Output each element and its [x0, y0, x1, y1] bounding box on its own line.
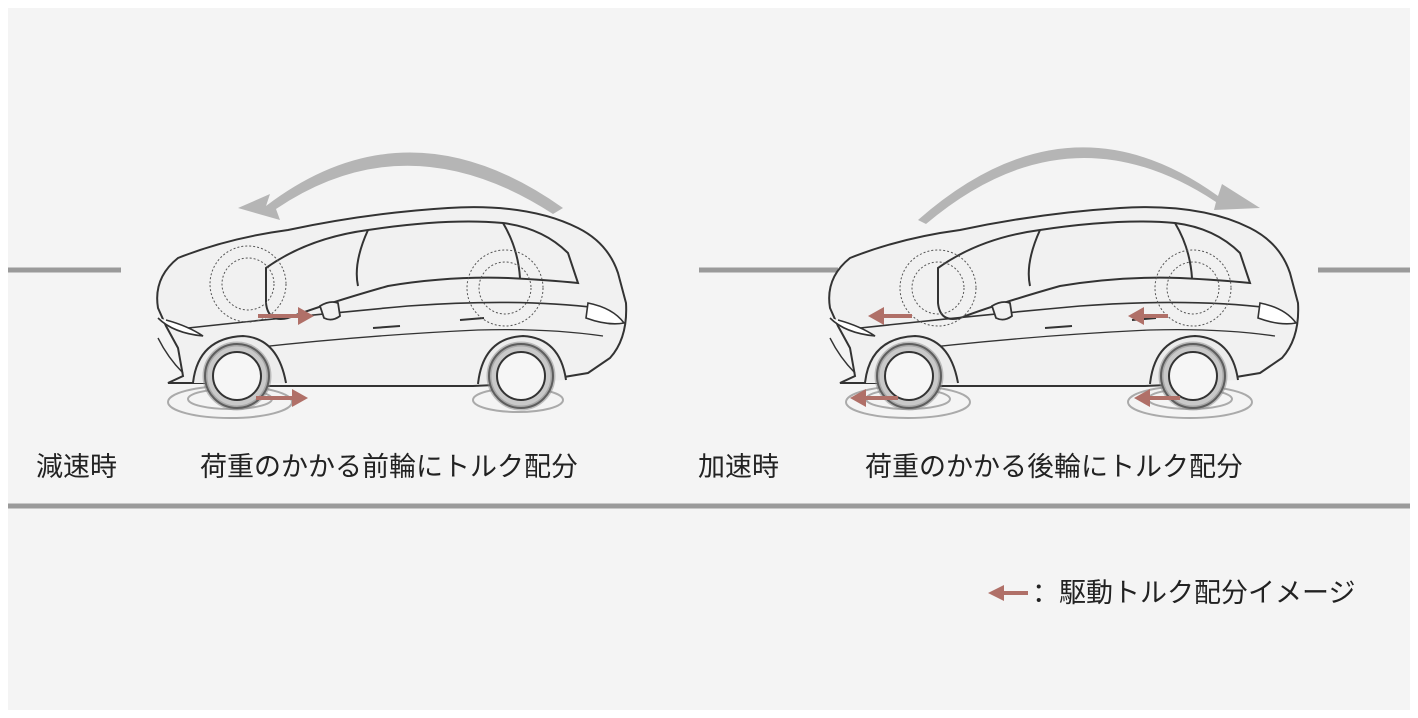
curved-arrow-icon — [238, 152, 563, 220]
condition-label-decelerate: 減速時 — [36, 452, 117, 483]
arrow-left-icon — [868, 307, 912, 325]
arrow-left-icon — [1128, 307, 1168, 325]
arrow-left-icon — [1134, 389, 1180, 407]
description-accelerate: 荷重のかかる後輪にトルク配分 — [865, 452, 1243, 483]
condition-label-accelerate: 加速時 — [698, 452, 779, 483]
scene-accelerate — [828, 147, 1300, 419]
scene-decelerate — [156, 152, 628, 419]
curved-arrow-icon — [918, 147, 1260, 224]
arrow-left-icon — [988, 585, 1028, 601]
legend: ：駆動トルク配分イメージ — [988, 576, 1355, 610]
diagram-canvas — [8, 147, 1410, 509]
arrow-left-icon — [256, 389, 308, 407]
diagram-panel: 減速時 荷重のかかる前輪にトルク配分 加速時 荷重のかかる後輪にトルク配分 ：駆… — [8, 8, 1410, 710]
arrow-left-icon — [258, 307, 314, 325]
legend-text: ：駆動トルク配分イメージ — [1032, 577, 1356, 609]
arrow-left-icon — [850, 389, 898, 407]
description-decelerate: 荷重のかかる前輪にトルク配分 — [200, 452, 578, 483]
